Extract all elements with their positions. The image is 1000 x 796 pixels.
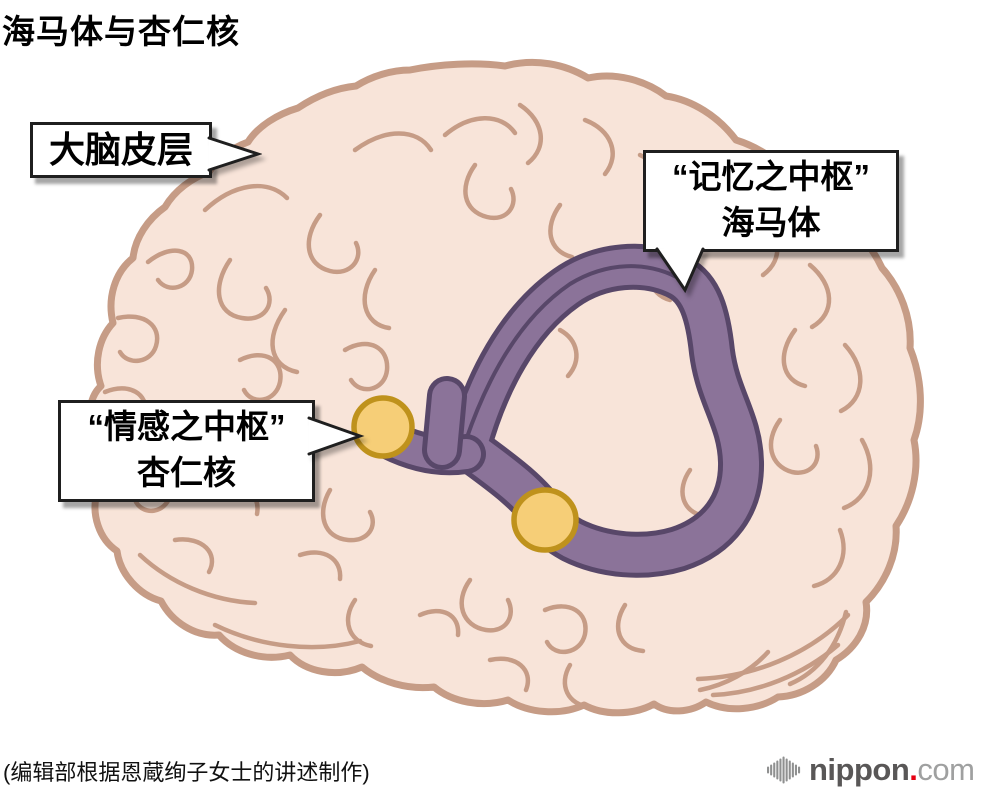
amygdala-right-shape: [511, 487, 579, 553]
amygdala-callout-pointer: [307, 416, 365, 456]
logo-tld-text: com: [917, 752, 975, 787]
cortex-callout-pointer: [207, 136, 262, 172]
hippocampus-callout-line1: “记忆之中枢”: [672, 158, 870, 195]
amygdala-left-shape: [351, 395, 415, 459]
amygdala-callout-line1: “情感之中枢”: [87, 408, 286, 445]
amygdala-callout-line2: 杏仁核: [137, 454, 236, 491]
logo-brand-text: nippon: [809, 752, 910, 787]
logo-wordmark: nippon.com: [809, 752, 975, 788]
hippocampus-divider-line: [464, 264, 684, 442]
cortex-callout: 大脑皮层: [30, 122, 212, 178]
hippocampus-callout-pointer: [655, 247, 705, 294]
page-title: 海马体与杏仁核: [2, 13, 240, 50]
nippon-logo: nippon.com: [766, 750, 975, 790]
hippocampus-callout-line2: 海马体: [721, 204, 821, 241]
amygdala-callout: “情感之中枢” 杏仁核: [58, 400, 315, 502]
hippocampus-callout: “记忆之中枢” 海马体: [643, 150, 899, 252]
logo-soundwave-icon: [767, 756, 801, 784]
source-caption: (编辑部根据恩蔵绚子女士的讲述制作): [3, 760, 370, 785]
cortex-callout-label: 大脑皮层: [48, 129, 193, 170]
logo-dot: .: [909, 752, 918, 787]
